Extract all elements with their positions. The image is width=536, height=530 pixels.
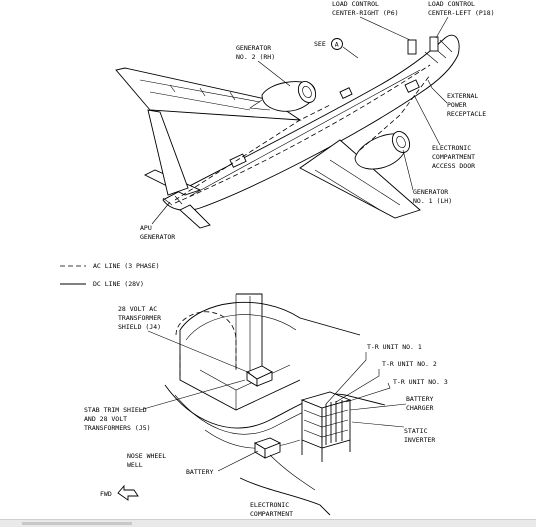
svg-text:28 VOLT AC: 28 VOLT AC bbox=[118, 305, 157, 313]
svg-text:ACCESS DOOR: ACCESS DOOR bbox=[432, 162, 475, 170]
svg-text:COMPARTMENT: COMPARTMENT bbox=[432, 153, 475, 161]
svg-text:GENERATOR: GENERATOR bbox=[236, 44, 271, 52]
label-tr-unit-2: T-R UNIT NO. 2 bbox=[382, 360, 437, 368]
label-external-power: EXTERNAL POWER RECEPTACLE bbox=[427, 79, 486, 118]
svg-text:CENTER-RIGHT (P6): CENTER-RIGHT (P6) bbox=[332, 9, 399, 17]
svg-text:A: A bbox=[335, 40, 339, 48]
label-tr-unit-3: T-R UNIT NO. 3 bbox=[393, 378, 448, 386]
label-transformer-shield: 28 VOLT AC TRANSFORMER SHIELD (J4) bbox=[118, 305, 251, 374]
label-tr-unit-1: T-R UNIT NO. 1 bbox=[367, 343, 422, 351]
label-battery: BATTERY bbox=[186, 450, 259, 476]
svg-text:ELECTRONIC: ELECTRONIC bbox=[250, 501, 289, 509]
svg-text:GENERATOR: GENERATOR bbox=[140, 233, 175, 241]
legend: AC LINE (3 PHASE) DC LINE (28V) bbox=[60, 262, 160, 288]
svg-text:CHARGER: CHARGER bbox=[406, 404, 433, 412]
label-electronic-compartment: ELECTRONIC COMPARTMENT bbox=[250, 501, 293, 518]
svg-text:LOAD CONTROL: LOAD CONTROL bbox=[332, 0, 379, 8]
label-generator-1: GENERATOR NO. 1 (LH) bbox=[402, 149, 452, 205]
label-battery-charger: BATTERY CHARGER bbox=[349, 395, 433, 412]
label-nose-wheel-well: NOSE WHEEL WELL bbox=[127, 452, 166, 469]
svg-text:WELL: WELL bbox=[127, 461, 143, 469]
label-static-inverter: STATIC INVERTER bbox=[351, 421, 435, 444]
svg-text:NO. 2 (RH): NO. 2 (RH) bbox=[236, 53, 275, 61]
svg-text:T-R UNIT NO. 2: T-R UNIT NO. 2 bbox=[382, 360, 437, 368]
svg-text:POWER: POWER bbox=[447, 101, 467, 109]
aircraft-illustration bbox=[115, 34, 460, 229]
svg-text:STAB TRIM SHIELD: STAB TRIM SHIELD bbox=[84, 406, 147, 414]
svg-text:TRANSFORMERS (J5): TRANSFORMERS (J5) bbox=[84, 424, 151, 432]
dc-line-label: DC LINE (28V) bbox=[93, 280, 144, 288]
svg-text:SHIELD (J4): SHIELD (J4) bbox=[118, 323, 161, 331]
scrollbar-thumb[interactable] bbox=[22, 522, 132, 525]
svg-text:GENERATOR: GENERATOR bbox=[413, 188, 448, 196]
label-generator-2: GENERATOR NO. 2 (RH) bbox=[236, 44, 291, 87]
horizontal-scrollbar[interactable] bbox=[0, 519, 536, 527]
label-apu-generator: APU GENERATOR bbox=[140, 201, 175, 241]
svg-text:NO. 1 (LH): NO. 1 (LH) bbox=[413, 197, 452, 205]
see-a-callout: SEE A bbox=[314, 38, 359, 59]
svg-text:CENTER-LEFT (P18): CENTER-LEFT (P18) bbox=[428, 9, 495, 17]
svg-text:INVERTER: INVERTER bbox=[404, 436, 435, 444]
fwd-indicator: FWD bbox=[100, 484, 139, 501]
svg-text:RECEPTACLE: RECEPTACLE bbox=[447, 110, 486, 118]
svg-text:BATTERY: BATTERY bbox=[186, 468, 213, 476]
svg-text:EXTERNAL: EXTERNAL bbox=[447, 92, 478, 100]
svg-text:AND 28 VOLT: AND 28 VOLT bbox=[84, 415, 127, 423]
ac-line-label: AC LINE (3 PHASE) bbox=[93, 262, 160, 270]
svg-text:ELECTRONIC: ELECTRONIC bbox=[432, 144, 471, 152]
svg-text:STATIC: STATIC bbox=[404, 427, 428, 435]
svg-text:APU: APU bbox=[140, 224, 152, 232]
svg-text:FWD: FWD bbox=[100, 490, 112, 498]
label-load-control-left: LOAD CONTROL CENTER-LEFT (P18) bbox=[428, 0, 495, 39]
svg-text:T-R UNIT NO. 3: T-R UNIT NO. 3 bbox=[393, 378, 448, 386]
forward-arrow-icon bbox=[117, 484, 139, 501]
svg-text:LOAD CONTROL: LOAD CONTROL bbox=[428, 0, 475, 8]
svg-text:T-R UNIT NO. 1: T-R UNIT NO. 1 bbox=[367, 343, 422, 351]
svg-text:NOSE WHEEL: NOSE WHEEL bbox=[127, 452, 166, 460]
label-electronic-access-door: ELECTRONIC COMPARTMENT ACCESS DOOR bbox=[413, 94, 475, 170]
svg-text:BATTERY: BATTERY bbox=[406, 395, 433, 403]
svg-text:COMPARTMENT: COMPARTMENT bbox=[250, 510, 293, 518]
svg-text:TRANSFORMER: TRANSFORMER bbox=[118, 314, 161, 322]
label-load-control-right: LOAD CONTROL CENTER-RIGHT (P6) bbox=[332, 0, 411, 41]
svg-text:SEE: SEE bbox=[314, 40, 326, 48]
compartment-illustration bbox=[164, 293, 391, 516]
label-stab-trim: STAB TRIM SHIELD AND 28 VOLT TRANSFORMER… bbox=[84, 379, 246, 432]
see-a-circle-icon bbox=[331, 38, 343, 50]
